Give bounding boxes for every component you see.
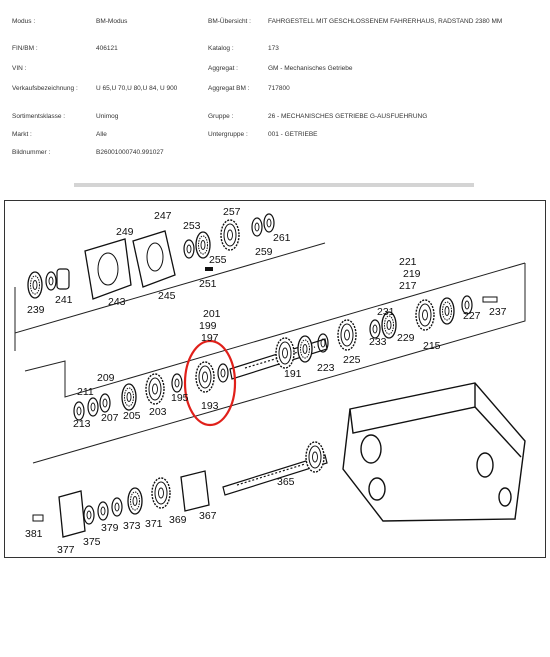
part-label-227: 227: [463, 310, 481, 322]
label-sortimentsklasse: Sortimentsklasse :: [12, 113, 66, 120]
part-label-237: 237: [489, 306, 507, 318]
assembly-band-outlines: [14, 242, 526, 464]
part-label-245: 245: [158, 290, 176, 302]
highlight-circle: [183, 339, 237, 427]
value-markt: Alle: [96, 131, 107, 138]
part-label-241: 241: [55, 294, 73, 306]
part-label-213: 213: [73, 418, 91, 430]
value-sortimentsklasse: Unimog: [96, 113, 119, 120]
part-label-243: 243: [108, 296, 126, 308]
label-fin-bm: FIN/BM :: [12, 45, 38, 52]
part-label-259: 259: [255, 246, 273, 258]
part-label-233: 233: [369, 336, 387, 348]
section-divider: [74, 183, 474, 187]
label-bm-uebersicht: BM-Übersicht :: [208, 18, 251, 25]
part-label-231: 231: [377, 306, 395, 318]
middle-row-parts: [195, 295, 498, 393]
part-number-labels: 247 249 253 257 261 259 255 251 245 243 …: [25, 206, 507, 556]
part-label-371: 371: [145, 518, 163, 530]
part-label-215: 215: [423, 340, 441, 352]
part-label-249: 249: [116, 226, 134, 238]
part-label-229: 229: [397, 332, 415, 344]
part-label-373: 373: [123, 520, 141, 532]
part-label-201: 201: [203, 308, 221, 320]
value-katalog: 173: [268, 45, 279, 52]
part-label-219: 219: [403, 268, 421, 280]
part-label-251: 251: [199, 278, 217, 290]
part-label-367: 367: [199, 510, 217, 522]
part-label-205: 205: [123, 410, 141, 422]
part-label-225: 225: [343, 354, 361, 366]
part-label-239: 239: [27, 304, 45, 316]
bottom-row-parts: [32, 441, 325, 538]
exploded-parts-diagram: 247 249 253 257 261 259 255 251 245 243 …: [4, 200, 546, 558]
part-label-199: 199: [199, 320, 217, 332]
part-label-255: 255: [209, 254, 227, 266]
part-info-panel: Modus : BM-Modus FIN/BM : 406121 VIN : V…: [0, 0, 550, 170]
part-label-221: 221: [399, 256, 417, 268]
top-row-parts: [27, 213, 275, 300]
label-untergruppe: Untergruppe :: [208, 131, 248, 138]
value-aggregat-bm: 717800: [268, 85, 290, 92]
part-label-261: 261: [273, 232, 291, 244]
part-label-207: 207: [101, 412, 119, 424]
part-label-369: 369: [169, 514, 187, 526]
shafts: [222, 338, 328, 496]
part-label-379: 379: [101, 522, 119, 534]
part-label-377: 377: [57, 544, 75, 556]
value-fin-bm: 406121: [96, 45, 118, 52]
value-aggregat: GM - Mechanisches Getriebe: [268, 65, 353, 72]
value-gruppe: 26 - MECHANISCHES GETRIEBE G-AUSFUEHRUNG: [268, 113, 428, 120]
label-gruppe: Gruppe :: [208, 113, 234, 120]
label-vin: VIN :: [12, 65, 27, 72]
part-label-209: 209: [97, 372, 115, 384]
part-label-365: 365: [277, 476, 295, 488]
label-modus: Modus :: [12, 18, 36, 25]
part-label-375: 375: [83, 536, 101, 548]
part-label-257: 257: [223, 206, 241, 218]
value-untergruppe: 001 - GETRIEBE: [268, 131, 318, 138]
part-label-381: 381: [25, 528, 43, 540]
value-modus: BM-Modus: [96, 18, 128, 25]
part-label-217: 217: [399, 280, 417, 292]
gearbox-housing: [342, 382, 526, 522]
part-label-191: 191: [284, 368, 302, 380]
part-label-195: 195: [171, 392, 189, 404]
label-aggregat-bm: Aggregat BM :: [208, 85, 250, 92]
part-label-203: 203: [149, 406, 167, 418]
part-label-193: 193: [201, 400, 219, 412]
value-bildnummer: B26001000740.991027: [96, 149, 164, 156]
label-markt: Markt :: [12, 131, 32, 138]
part-label-211: 211: [77, 386, 94, 398]
value-bm-uebersicht: FAHRGESTELL MIT GESCHLOSSENEM FAHRERHAUS…: [268, 18, 503, 25]
part-label-223: 223: [317, 362, 335, 374]
part-label-247: 247: [154, 210, 172, 222]
label-verkaufsbezeichnung: Verkaufsbezeichnung :: [12, 85, 78, 92]
label-bildnummer: Bildnummer :: [12, 149, 51, 156]
part-label-253: 253: [183, 220, 201, 232]
diagram-canvas: 247 249 253 257 261 259 255 251 245 243 …: [14, 206, 526, 556]
value-verkaufsbezeichnung: U 65,U 70,U 80,U 84, U 900: [96, 85, 178, 92]
part-label-197: 197: [201, 332, 219, 344]
label-katalog: Katalog :: [208, 45, 234, 52]
label-aggregat: Aggregat :: [208, 65, 238, 72]
